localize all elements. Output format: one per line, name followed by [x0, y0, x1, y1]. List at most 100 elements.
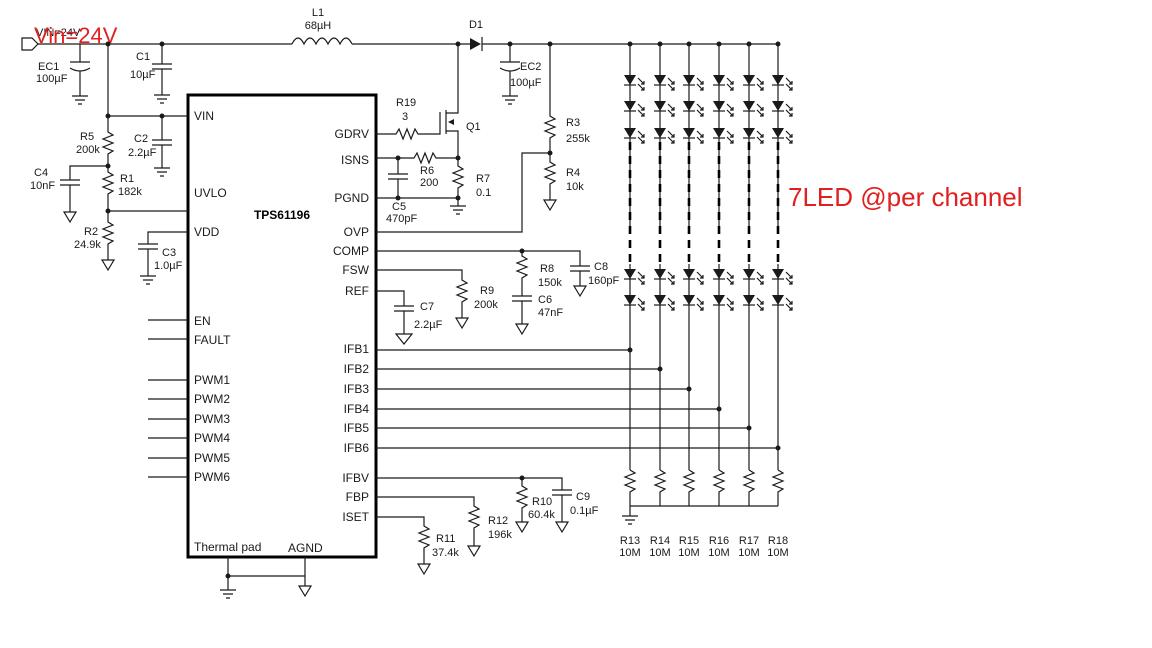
light-emission-icon	[696, 130, 704, 144]
channel-resistor-ch5	[742, 469, 756, 506]
light-emission-icon	[726, 77, 734, 91]
r15-name: R15	[679, 535, 699, 547]
pin-en: EN	[194, 314, 211, 328]
r4-name: R4	[566, 167, 580, 179]
ground-icon	[100, 259, 116, 272]
r12-name: R12	[488, 515, 508, 527]
led-icon-ch5-5	[743, 295, 755, 305]
ground-icon	[450, 205, 466, 215]
pin-ref: REF	[345, 284, 369, 298]
pin-ifb1: IFB1	[344, 342, 370, 356]
ground-icon	[572, 285, 588, 298]
r7-name: R7	[476, 173, 490, 185]
light-emission-icon	[785, 297, 793, 311]
light-emission-icon	[637, 297, 645, 311]
led-icon-ch3-3	[683, 128, 695, 138]
light-emission-icon	[637, 271, 645, 285]
light-emission-icon	[726, 271, 734, 285]
led-icon-ch6-3	[772, 128, 784, 138]
ground-icon	[502, 95, 518, 105]
ec1-value: 100µF	[36, 73, 68, 85]
light-emission-icon	[667, 297, 675, 311]
c7-name: C7	[420, 301, 434, 313]
r3-name: R3	[566, 117, 580, 129]
cap-c3	[138, 231, 188, 276]
ground-icon	[297, 585, 313, 598]
pin-iset: ISET	[342, 510, 369, 524]
led-icon-ch6-4	[772, 269, 784, 279]
l1-name: L1	[312, 7, 324, 19]
r11-name: R11	[436, 533, 455, 545]
led-icon-ch2-4	[654, 269, 666, 279]
mosfet-arrow-icon	[448, 119, 454, 125]
r17-value: 10M	[738, 547, 759, 559]
c9-name: C9	[576, 491, 590, 503]
pin-ifb6: IFB6	[344, 441, 370, 455]
c6-name: C6	[538, 294, 552, 306]
light-emission-icon	[756, 103, 764, 117]
led-icon-ch4-5	[713, 295, 725, 305]
c2-name: C2	[134, 133, 148, 145]
light-emission-icon	[726, 297, 734, 311]
pin-ifb5: IFB5	[344, 421, 370, 435]
ground-icon	[454, 317, 470, 330]
c6-value: 47nF	[538, 307, 563, 319]
gate-drive-r19	[376, 110, 447, 141]
light-emission-icon	[696, 103, 704, 117]
mosfet-q1-icon	[446, 44, 459, 157]
iset-r11	[376, 516, 431, 564]
cap-c8	[376, 250, 590, 286]
led-icon-ch4-3	[713, 128, 725, 138]
led-icon-ch5-2	[743, 101, 755, 111]
fsw-r9	[376, 269, 469, 318]
r13-value: 10M	[619, 547, 640, 559]
r12-value: 196k	[488, 529, 512, 541]
led-icon-ch4-1	[713, 75, 725, 85]
led-icon-ch3-2	[683, 101, 695, 111]
ground-icon	[140, 275, 156, 285]
r8-name: R8	[540, 263, 554, 275]
r3-value: 255k	[566, 133, 590, 145]
led-icon-ch1-5	[624, 295, 636, 305]
fbp-r12	[376, 496, 481, 546]
pin-gdrv: GDRV	[335, 127, 369, 141]
r11-value: 37.4k	[432, 547, 459, 559]
c7-value: 2.2µF	[414, 319, 443, 331]
ifbv-r10-c9	[376, 477, 572, 522]
ground-icon	[514, 521, 530, 534]
pin-pwm4: PWM4	[194, 431, 230, 445]
led-icon-ch2-5	[654, 295, 666, 305]
cap-c5	[388, 158, 408, 198]
pin-comp: COMP	[333, 244, 369, 258]
ground-icon	[622, 506, 638, 525]
c3-value: 1.0µF	[154, 260, 183, 272]
ovp-wire	[376, 152, 550, 233]
r2-value: 24.9k	[74, 239, 101, 251]
cap-c7	[376, 290, 414, 334]
led-icon-ch3-4	[683, 269, 695, 279]
led-icon-ch1-2	[624, 101, 636, 111]
r10-value: 60.4k	[528, 509, 555, 521]
pin-pwm3: PWM3	[194, 412, 230, 426]
led-icon-ch6-2	[772, 101, 784, 111]
c4-name: C4	[34, 167, 48, 179]
pin-ifb2: IFB2	[344, 362, 370, 376]
light-emission-icon	[726, 103, 734, 117]
r16-value: 10M	[708, 547, 729, 559]
ground-icon	[220, 589, 236, 599]
led-icon-ch1-4	[624, 269, 636, 279]
vin-overlap-label: VIN=24V	[36, 27, 81, 39]
sense-r7	[451, 158, 465, 206]
c5-value: 470pF	[386, 213, 417, 225]
ground-icon	[62, 211, 78, 224]
light-emission-icon	[667, 130, 675, 144]
d1-name: D1	[469, 19, 483, 31]
pin-uvlo: UVLO	[194, 186, 227, 200]
light-emission-icon	[696, 77, 704, 91]
channel-resistor-ch1	[623, 469, 637, 506]
pin-pwm1: PWM1	[194, 373, 230, 387]
ground-icon	[72, 95, 88, 105]
ground-icon	[154, 94, 170, 104]
c4-value: 10nF	[30, 180, 55, 192]
r17-name: R17	[739, 535, 759, 547]
